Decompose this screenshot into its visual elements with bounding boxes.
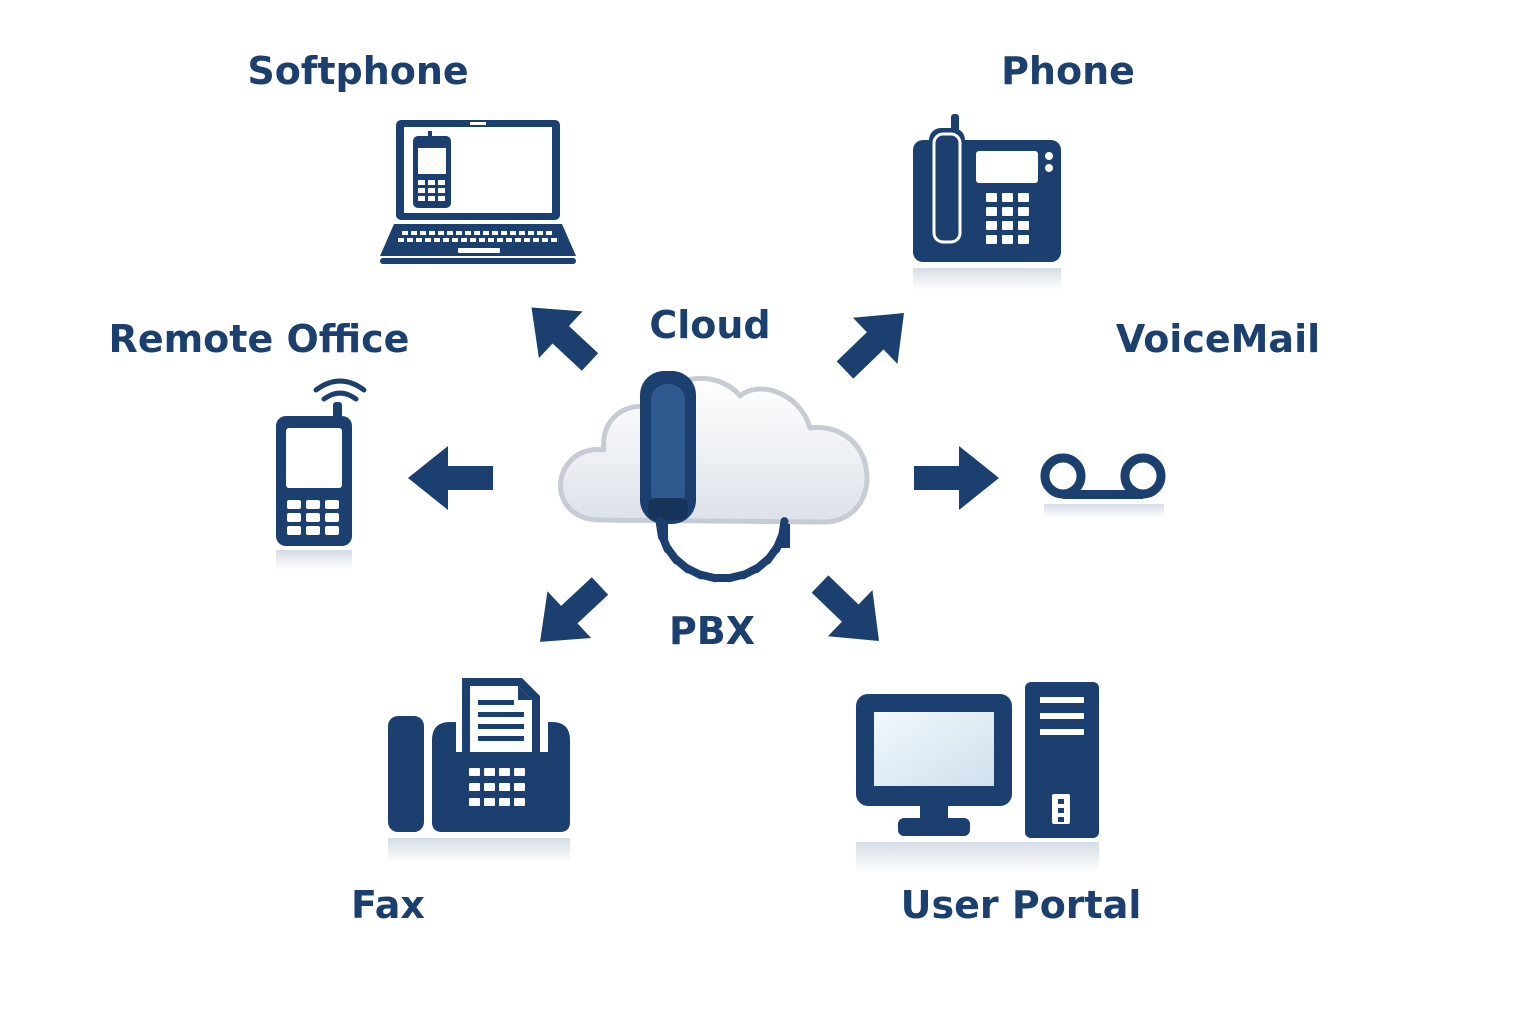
handset-icon: [640, 371, 696, 524]
fax-machine-icon: [388, 678, 570, 864]
pbx-label: PBX: [668, 609, 756, 653]
arrow-to-remote-office: [408, 446, 493, 510]
coiled-cord-icon: [655, 517, 790, 583]
fax-label: Fax: [351, 883, 425, 927]
mobile-phone-icon: [276, 378, 367, 570]
arrow-to-phone: [836, 313, 904, 379]
arrow-to-voicemail: [914, 446, 999, 510]
arrow-to-fax: [540, 577, 609, 642]
softphone-label: Softphone: [247, 49, 469, 93]
voicemail-label: VoiceMail: [1115, 317, 1321, 361]
cloud-icon: [558, 376, 870, 525]
arrow-to-user-portal: [811, 575, 879, 641]
voicemail-icon: [1040, 453, 1166, 518]
user-portal-label: User Portal: [900, 883, 1142, 927]
desktop-computer-icon: [856, 682, 1099, 872]
cloud-label: Cloud: [649, 303, 771, 347]
arrow-to-softphone: [531, 307, 599, 371]
phone-label: Phone: [1001, 49, 1135, 93]
laptop-softphone-icon: [380, 120, 576, 264]
desk-phone-icon: [913, 114, 1061, 290]
remote-office-label: Remote Office: [108, 317, 410, 361]
